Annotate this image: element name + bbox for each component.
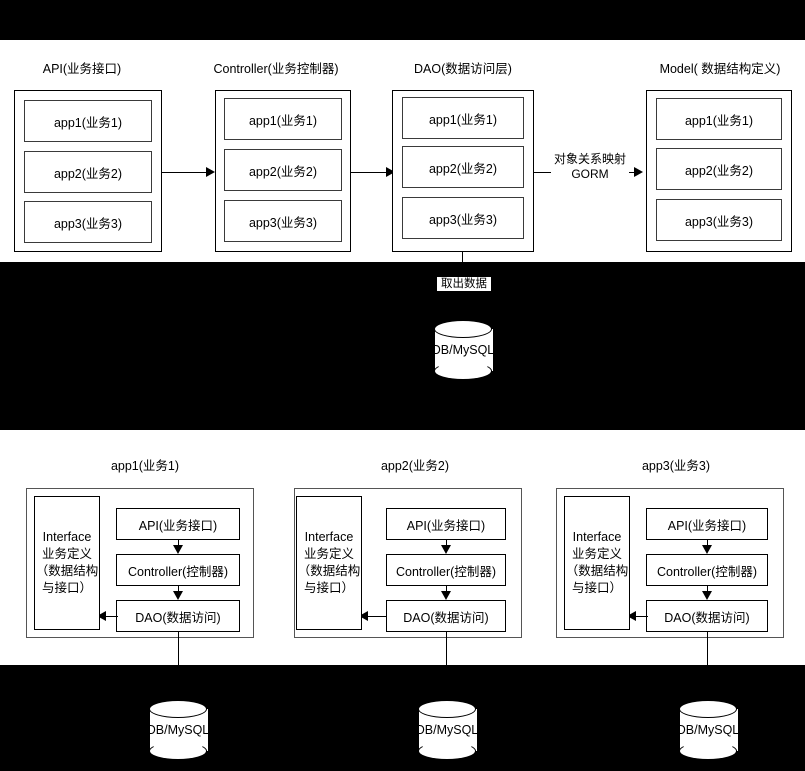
app3-api-layer: API(业务接口) <box>646 508 768 540</box>
arrow-api-to-controller-icon <box>206 167 215 177</box>
cylinder-top <box>679 700 737 718</box>
app1-connector-controller-dao <box>178 586 179 594</box>
column-title-controller: Controller(业务控制器) <box>213 62 339 76</box>
app1-connector-dao-interface <box>104 616 118 617</box>
app1-interface-line2: 业务定义 <box>41 547 92 561</box>
app2-arrow-api-controller-icon <box>441 545 451 554</box>
group-title-app1: app1(业务1) <box>110 459 180 473</box>
app2-database-cylinder: DB/MySQL <box>415 700 479 760</box>
model-app1-box: app1(业务1) <box>656 98 782 140</box>
app3-connector-api-controller <box>707 540 708 548</box>
app3-controller-layer: Controller(控制器) <box>646 554 768 586</box>
api-app3-box: app3(业务3) <box>24 201 152 243</box>
app2-interface-box: Interface 业务定义 （数据结构 与接口） <box>296 496 362 630</box>
app3-connector-dao-interface <box>634 616 648 617</box>
app2-interface-line1: Interface <box>304 530 354 544</box>
app1-arrow-controller-dao-icon <box>173 591 183 600</box>
group-title-app3: app3(业务3) <box>641 459 711 473</box>
app2-interface-line2: 业务定义 <box>303 547 354 561</box>
dao-app3-box: app3(业务3) <box>402 197 524 239</box>
app3-connector-controller-dao <box>707 586 708 594</box>
cylinder-bottom <box>679 742 737 760</box>
app1-database-cylinder: DB/MySQL <box>146 700 210 760</box>
central-database-label: DB/MySQL <box>431 343 495 357</box>
api-app2-box: app2(业务2) <box>24 151 152 193</box>
app1-database-label: DB/MySQL <box>146 723 210 737</box>
app2-connector-dao-interface <box>366 616 386 617</box>
controller-app1-box: app1(业务1) <box>224 98 342 140</box>
app2-controller-layer: Controller(控制器) <box>386 554 506 586</box>
app1-interface-line3: （数据结构 <box>35 564 99 578</box>
central-database-cylinder: DB/MySQL <box>431 320 495 380</box>
app3-interface-line2: 业务定义 <box>571 547 622 561</box>
column-title-dao: DAO(数据访问层) <box>414 62 512 76</box>
app3-database-cylinder: DB/MySQL <box>676 700 740 760</box>
app1-connector-to-database <box>178 632 179 665</box>
app1-connector-api-controller <box>178 540 179 548</box>
app3-connector-to-database <box>707 632 708 665</box>
app1-arrow-dao-interface-icon <box>97 611 106 621</box>
app1-interface-line4: 与接口） <box>41 581 92 595</box>
app3-interface-line4: 与接口） <box>571 581 622 595</box>
model-app3-box: app3(业务3) <box>656 199 782 241</box>
controller-app3-box: app3(业务3) <box>224 200 342 242</box>
app3-interface-box: Interface 业务定义 （数据结构 与接口） <box>564 496 630 630</box>
arrow-controller-to-dao-icon <box>386 167 395 177</box>
app2-dao-layer: DAO(数据访问) <box>386 600 506 632</box>
orm-label-line1: 对象关系映射 <box>553 152 626 166</box>
app3-interface-line3: （数据结构 <box>565 564 629 578</box>
app1-interface-line1: Interface <box>42 530 92 544</box>
app2-connector-controller-dao <box>446 586 447 594</box>
cylinder-bottom <box>149 742 207 760</box>
app2-interface-line3: （数据结构 <box>297 564 361 578</box>
orm-edge-label: 对象关系映射 GORM <box>551 152 629 182</box>
app2-connector-api-controller <box>446 540 447 548</box>
app3-arrow-dao-interface-icon <box>627 611 636 621</box>
app1-interface-box: Interface 业务定义 （数据结构 与接口） <box>34 496 100 630</box>
controller-app2-box: app2(业务2) <box>224 149 342 191</box>
app2-connector-to-database <box>446 632 447 665</box>
cylinder-top <box>434 320 492 338</box>
cylinder-top <box>418 700 476 718</box>
orm-label-line2: GORM <box>571 167 609 181</box>
fetch-data-label: 取出数据 <box>437 277 491 291</box>
app3-database-label: DB/MySQL <box>676 723 740 737</box>
cylinder-bottom <box>434 362 492 380</box>
cylinder-top <box>149 700 207 718</box>
app1-api-layer: API(业务接口) <box>116 508 240 540</box>
app2-arrow-dao-interface-icon <box>359 611 368 621</box>
app1-dao-layer: DAO(数据访问) <box>116 600 240 632</box>
connector-controller-to-dao <box>351 172 391 173</box>
bottom-modules-panel: app1(业务1) Interface 业务定义 （数据结构 与接口） API(… <box>0 430 805 665</box>
connector-api-to-controller <box>162 172 208 173</box>
top-architecture-panel: API(业务接口) Controller(业务控制器) DAO(数据访问层) M… <box>0 40 805 262</box>
app3-arrow-api-controller-icon <box>702 545 712 554</box>
app1-controller-layer: Controller(控制器) <box>116 554 240 586</box>
app2-interface-line4: 与接口） <box>303 581 354 595</box>
app2-api-layer: API(业务接口) <box>386 508 506 540</box>
connector-dao-to-database <box>462 252 463 262</box>
column-title-model: Model( 数据结构定义) <box>659 62 781 76</box>
column-title-api: API(业务接口) <box>42 62 122 76</box>
app3-interface-line1: Interface <box>572 530 622 544</box>
cylinder-bottom <box>418 742 476 760</box>
api-app1-box: app1(业务1) <box>24 100 152 142</box>
app2-database-label: DB/MySQL <box>415 723 479 737</box>
dao-app1-box: app1(业务1) <box>402 97 524 139</box>
dao-app2-box: app2(业务2) <box>402 146 524 188</box>
group-title-app2: app2(业务2) <box>380 459 450 473</box>
arrow-dao-to-model-icon <box>634 167 643 177</box>
model-app2-box: app2(业务2) <box>656 148 782 190</box>
app1-arrow-api-controller-icon <box>173 545 183 554</box>
app3-arrow-controller-dao-icon <box>702 591 712 600</box>
app3-dao-layer: DAO(数据访问) <box>646 600 768 632</box>
app2-arrow-controller-dao-icon <box>441 591 451 600</box>
